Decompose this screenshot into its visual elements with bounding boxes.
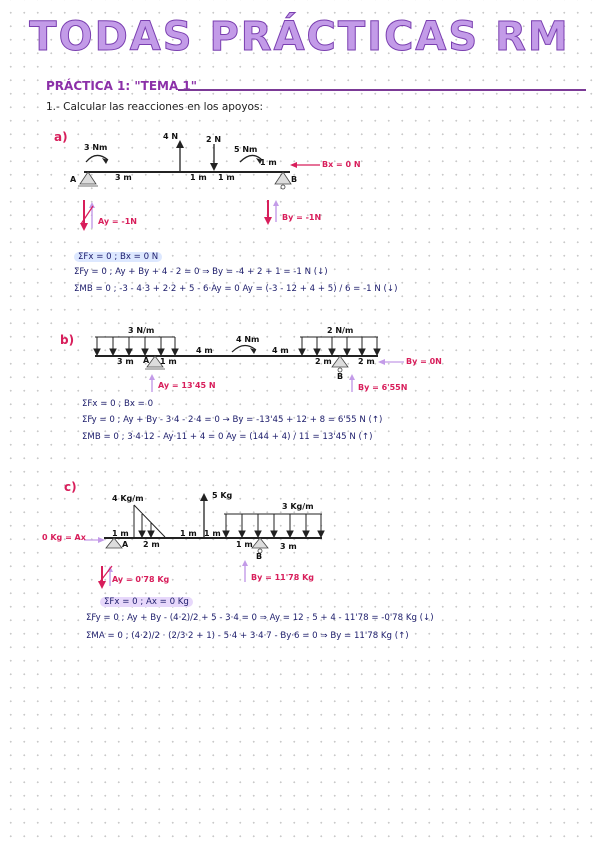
part-a-label: a): [54, 130, 68, 144]
dim-b-1m: 1 m: [160, 357, 177, 366]
support-b-a: A: [143, 356, 150, 365]
eq-a-sum-fx: ΣFx = 0 ; Bx = 0 N: [74, 252, 163, 262]
dim-c-1m-d: 1 m: [236, 540, 253, 549]
dim-a-1m-right: 1 m: [260, 158, 277, 167]
reaction-b-by: By = 6'55N: [358, 383, 408, 392]
support-b-label: B: [291, 175, 298, 184]
reaction-c-ax: 0 Kg = Ax: [42, 533, 86, 542]
eq-c-sum-ma: ΣMA = 0 ; (4·2)/2 · (2/3·2 + 1) - 5·4 + …: [86, 631, 409, 641]
load-b-dist-3: 3 N/m: [128, 326, 155, 335]
support-c-b: B: [256, 552, 263, 561]
reaction-a-ay: Ay = -1N: [98, 217, 137, 226]
load-b-dist-2: 2 N/m: [327, 326, 354, 335]
eq-c-sum-fx: ΣFx = 0 ; Ax = 0 Kg: [100, 597, 193, 607]
dim-c-2m: 2 m: [143, 540, 160, 549]
dim-c-1m-c: 1 m: [204, 529, 221, 538]
dim-b-3m: 3 m: [117, 357, 134, 366]
load-a-force-2: 2 N: [206, 135, 222, 144]
dim-a-1m: 1 m: [190, 173, 207, 182]
eq-b-sum-fy: ΣFy = 0 ; Ay + By - 3·4 - 2·4 = 0 → By =…: [82, 415, 383, 425]
reaction-a-by: By = -1N: [282, 213, 322, 222]
reaction-b-ay: Ay = 13'45 N: [158, 381, 216, 390]
practice-heading: PRÁCTICA 1: "TEMA 1": [46, 79, 198, 93]
page-title: TODAS PRÁCTICAS RM: [29, 14, 570, 61]
reaction-b-bx: By = 0N: [406, 357, 442, 366]
load-a-moment-5: 5 Nm: [234, 145, 258, 154]
dim-b-2m-left: 2 m: [315, 357, 332, 366]
support-c-a: A: [122, 540, 129, 549]
eq-a-sum-fy: ΣFy = 0 ; Ay + By + 4 - 2 = 0 ⇒ By = -4 …: [74, 267, 328, 277]
load-c-force-5: 5 Kg: [212, 491, 233, 500]
eq-b-sum-mb: ΣMB = 0 ; 3·4·12 - Ay·11 + 4 = 0 Ay = (1…: [82, 432, 373, 442]
load-a-moment-3: 3 Nm: [84, 143, 108, 152]
dim-c-1m-a: 1 m: [112, 529, 129, 538]
reaction-c-by: By = 11'78 Kg: [251, 573, 315, 582]
reaction-c-ay: Ay = 0'78 Kg: [112, 575, 170, 584]
load-c-tri-4: 4 Kg/m: [112, 494, 144, 503]
problem-statement: 1.- Calcular las reacciones en los apoyo…: [46, 101, 263, 113]
dim-c-3m: 3 m: [280, 542, 297, 551]
load-a-force-4: 4 N: [163, 132, 179, 141]
dim-a-3m: 3 m: [115, 173, 132, 182]
part-b-label: b): [60, 333, 75, 347]
eq-b-sum-fx: ΣFx = 0 ; Bx = 0: [82, 399, 154, 409]
heading-underline: [178, 89, 586, 91]
dim-b-4m-left: 4 m: [196, 346, 213, 355]
load-b-moment-4: 4 Nm: [236, 335, 260, 344]
load-c-dist-3: 3 Kg/m: [282, 502, 314, 511]
eq-a-sum-mb: ΣMB = 0 ; -3 - 4·3 + 2·2 + 5 - 6·Ay = 0 …: [74, 284, 398, 294]
dim-a-1m-b: 1 m: [218, 173, 235, 182]
support-a-label: A: [70, 175, 77, 184]
dim-b-4m-right: 4 m: [272, 346, 289, 355]
dim-b-2m-right: 2 m: [358, 357, 375, 366]
eq-c-sum-fy: ΣFy = 0 ; Ay + By - (4·2)/2 + 5 - 3·4 = …: [86, 613, 434, 623]
dim-c-1m-b: 1 m: [180, 529, 197, 538]
support-b-b: B: [337, 372, 344, 381]
reaction-a-bx: Bx = 0 N: [322, 160, 361, 169]
part-c-label: c): [64, 480, 77, 494]
